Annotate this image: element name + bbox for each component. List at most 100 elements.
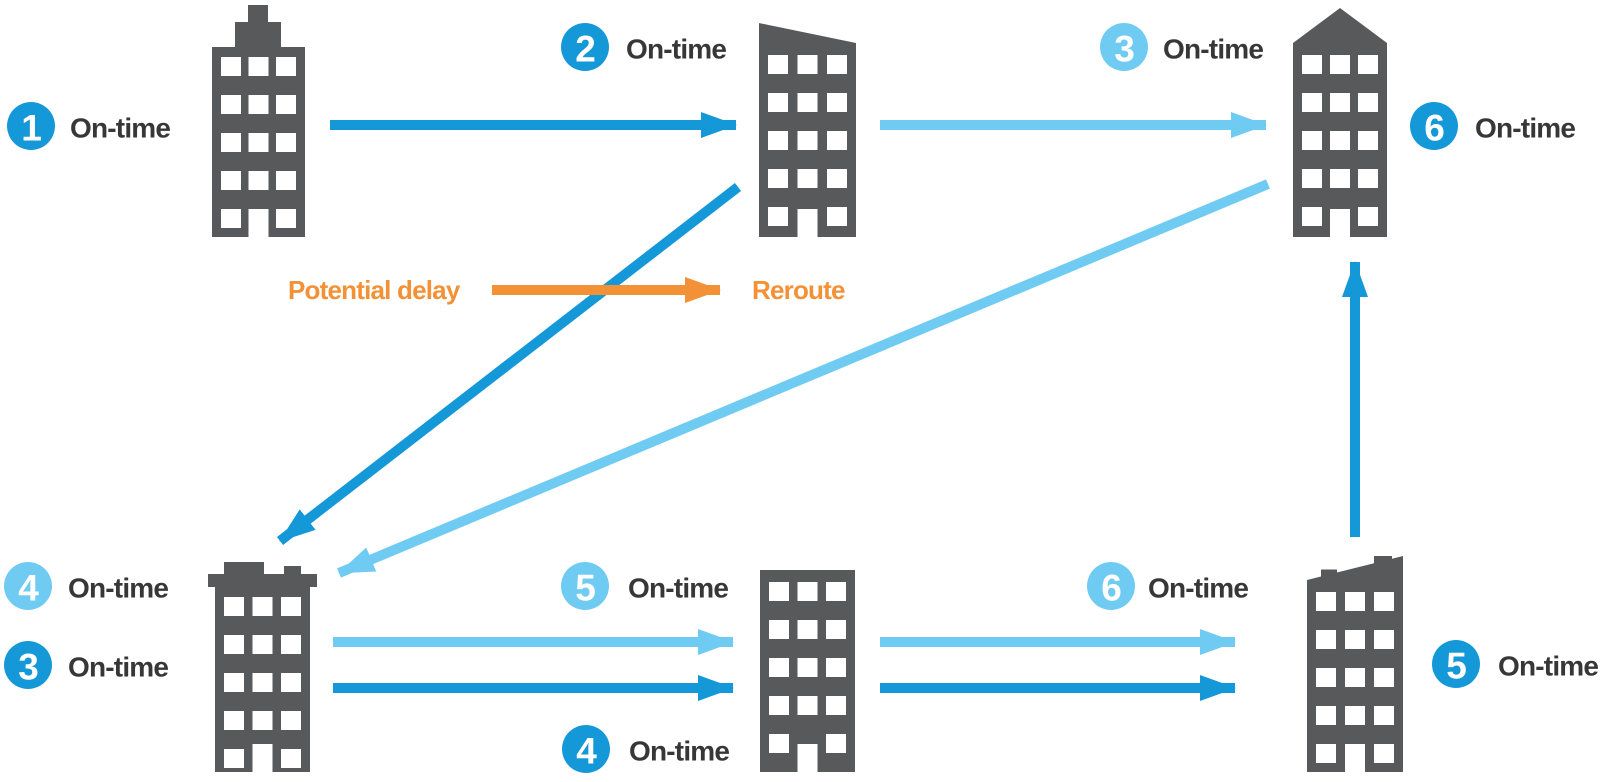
- building-door: [1330, 209, 1350, 237]
- building-window: [827, 169, 847, 188]
- building-window: [1374, 668, 1394, 687]
- status-label: On-time: [626, 34, 726, 65]
- building-window: [224, 673, 244, 692]
- building-window: [276, 171, 296, 190]
- badge-circle: [562, 725, 610, 773]
- building-window: [1330, 169, 1350, 188]
- building-window: [248, 171, 269, 190]
- building-window: [221, 95, 241, 114]
- building-window: [276, 95, 296, 114]
- building-window: [281, 673, 301, 692]
- status-badge-building-3-arrival: 6 On-time: [1410, 102, 1576, 150]
- building-window: [276, 57, 296, 76]
- status-label: On-time: [629, 736, 729, 767]
- building-window: [1358, 131, 1378, 150]
- building-window: [1316, 744, 1336, 763]
- status-badge-building-6-arrival: 5 On-time: [1432, 640, 1599, 688]
- building-window: [827, 93, 847, 112]
- building-window: [768, 131, 788, 150]
- building-window: [1330, 93, 1350, 112]
- legend-delay-label: Potential delay: [288, 275, 461, 305]
- building-window: [797, 696, 818, 715]
- building-window: [826, 620, 846, 639]
- building-window: [224, 597, 244, 616]
- building-window: [276, 209, 296, 228]
- building-window: [248, 57, 269, 76]
- building-window: [769, 696, 789, 715]
- building-window: [1316, 630, 1336, 649]
- badge-number: 4: [18, 568, 39, 609]
- badge-number: 5: [1446, 646, 1466, 687]
- building-window: [1316, 706, 1336, 725]
- badge-number: 5: [575, 568, 595, 609]
- building-window: [826, 658, 846, 677]
- building-window: [221, 133, 241, 152]
- building-door: [797, 209, 818, 237]
- badge-number: 6: [1424, 108, 1444, 149]
- building-window: [769, 658, 789, 677]
- building-door: [252, 744, 273, 772]
- building-window: [252, 597, 273, 616]
- building-window: [827, 207, 847, 226]
- building-window: [224, 749, 244, 768]
- status-badge-building-2: 2 On-time: [561, 23, 727, 71]
- building-window: [769, 734, 789, 753]
- building-window: [826, 734, 846, 753]
- badge-number: 6: [1101, 568, 1121, 609]
- building-window: [1374, 630, 1394, 649]
- building-window: [252, 673, 273, 692]
- building-window: [797, 582, 818, 601]
- building-window: [797, 658, 818, 677]
- status-label: On-time: [1498, 651, 1598, 682]
- building-window: [768, 207, 788, 226]
- building-window: [1302, 169, 1322, 188]
- badge-number: 4: [576, 731, 597, 772]
- badge-number: 3: [1114, 29, 1134, 70]
- badge-circle: [561, 23, 609, 71]
- status-label: On-time: [68, 573, 168, 604]
- building-window: [826, 582, 846, 601]
- building-window: [252, 635, 273, 654]
- building-window: [827, 131, 847, 150]
- building-window: [224, 711, 244, 730]
- badge-circle: [1087, 562, 1135, 610]
- building-door: [248, 209, 269, 237]
- badge-circle: [7, 102, 55, 150]
- building-window: [248, 133, 269, 152]
- building-window: [252, 711, 273, 730]
- building-window: [1316, 668, 1336, 687]
- building-window: [281, 597, 301, 616]
- building-window: [1345, 706, 1365, 725]
- building-window: [1374, 706, 1394, 725]
- status-label: On-time: [68, 652, 168, 683]
- building-6-icon: [1307, 556, 1403, 772]
- status-label: On-time: [628, 573, 728, 604]
- status-badge-building-4: 4 On-time: [4, 562, 169, 610]
- building-window: [276, 133, 296, 152]
- building-window: [826, 696, 846, 715]
- building-window: [281, 711, 301, 730]
- building-4-icon: [208, 562, 317, 772]
- badge-number: 2: [575, 29, 595, 70]
- status-badge-building-5-arrival: 4 On-time: [562, 725, 730, 773]
- building-window: [1358, 55, 1378, 74]
- building-window: [797, 620, 818, 639]
- building-window: [797, 131, 818, 150]
- building-window: [768, 169, 788, 188]
- building-window: [221, 171, 241, 190]
- building-window: [221, 57, 241, 76]
- building-1-icon: [212, 5, 305, 237]
- building-window: [248, 95, 269, 114]
- building-window: [1358, 93, 1378, 112]
- building-window: [1374, 744, 1394, 763]
- building-window: [1302, 207, 1322, 226]
- building-window: [281, 749, 301, 768]
- building-window: [797, 93, 818, 112]
- status-label: On-time: [1475, 113, 1575, 144]
- badge-circle: [4, 641, 52, 689]
